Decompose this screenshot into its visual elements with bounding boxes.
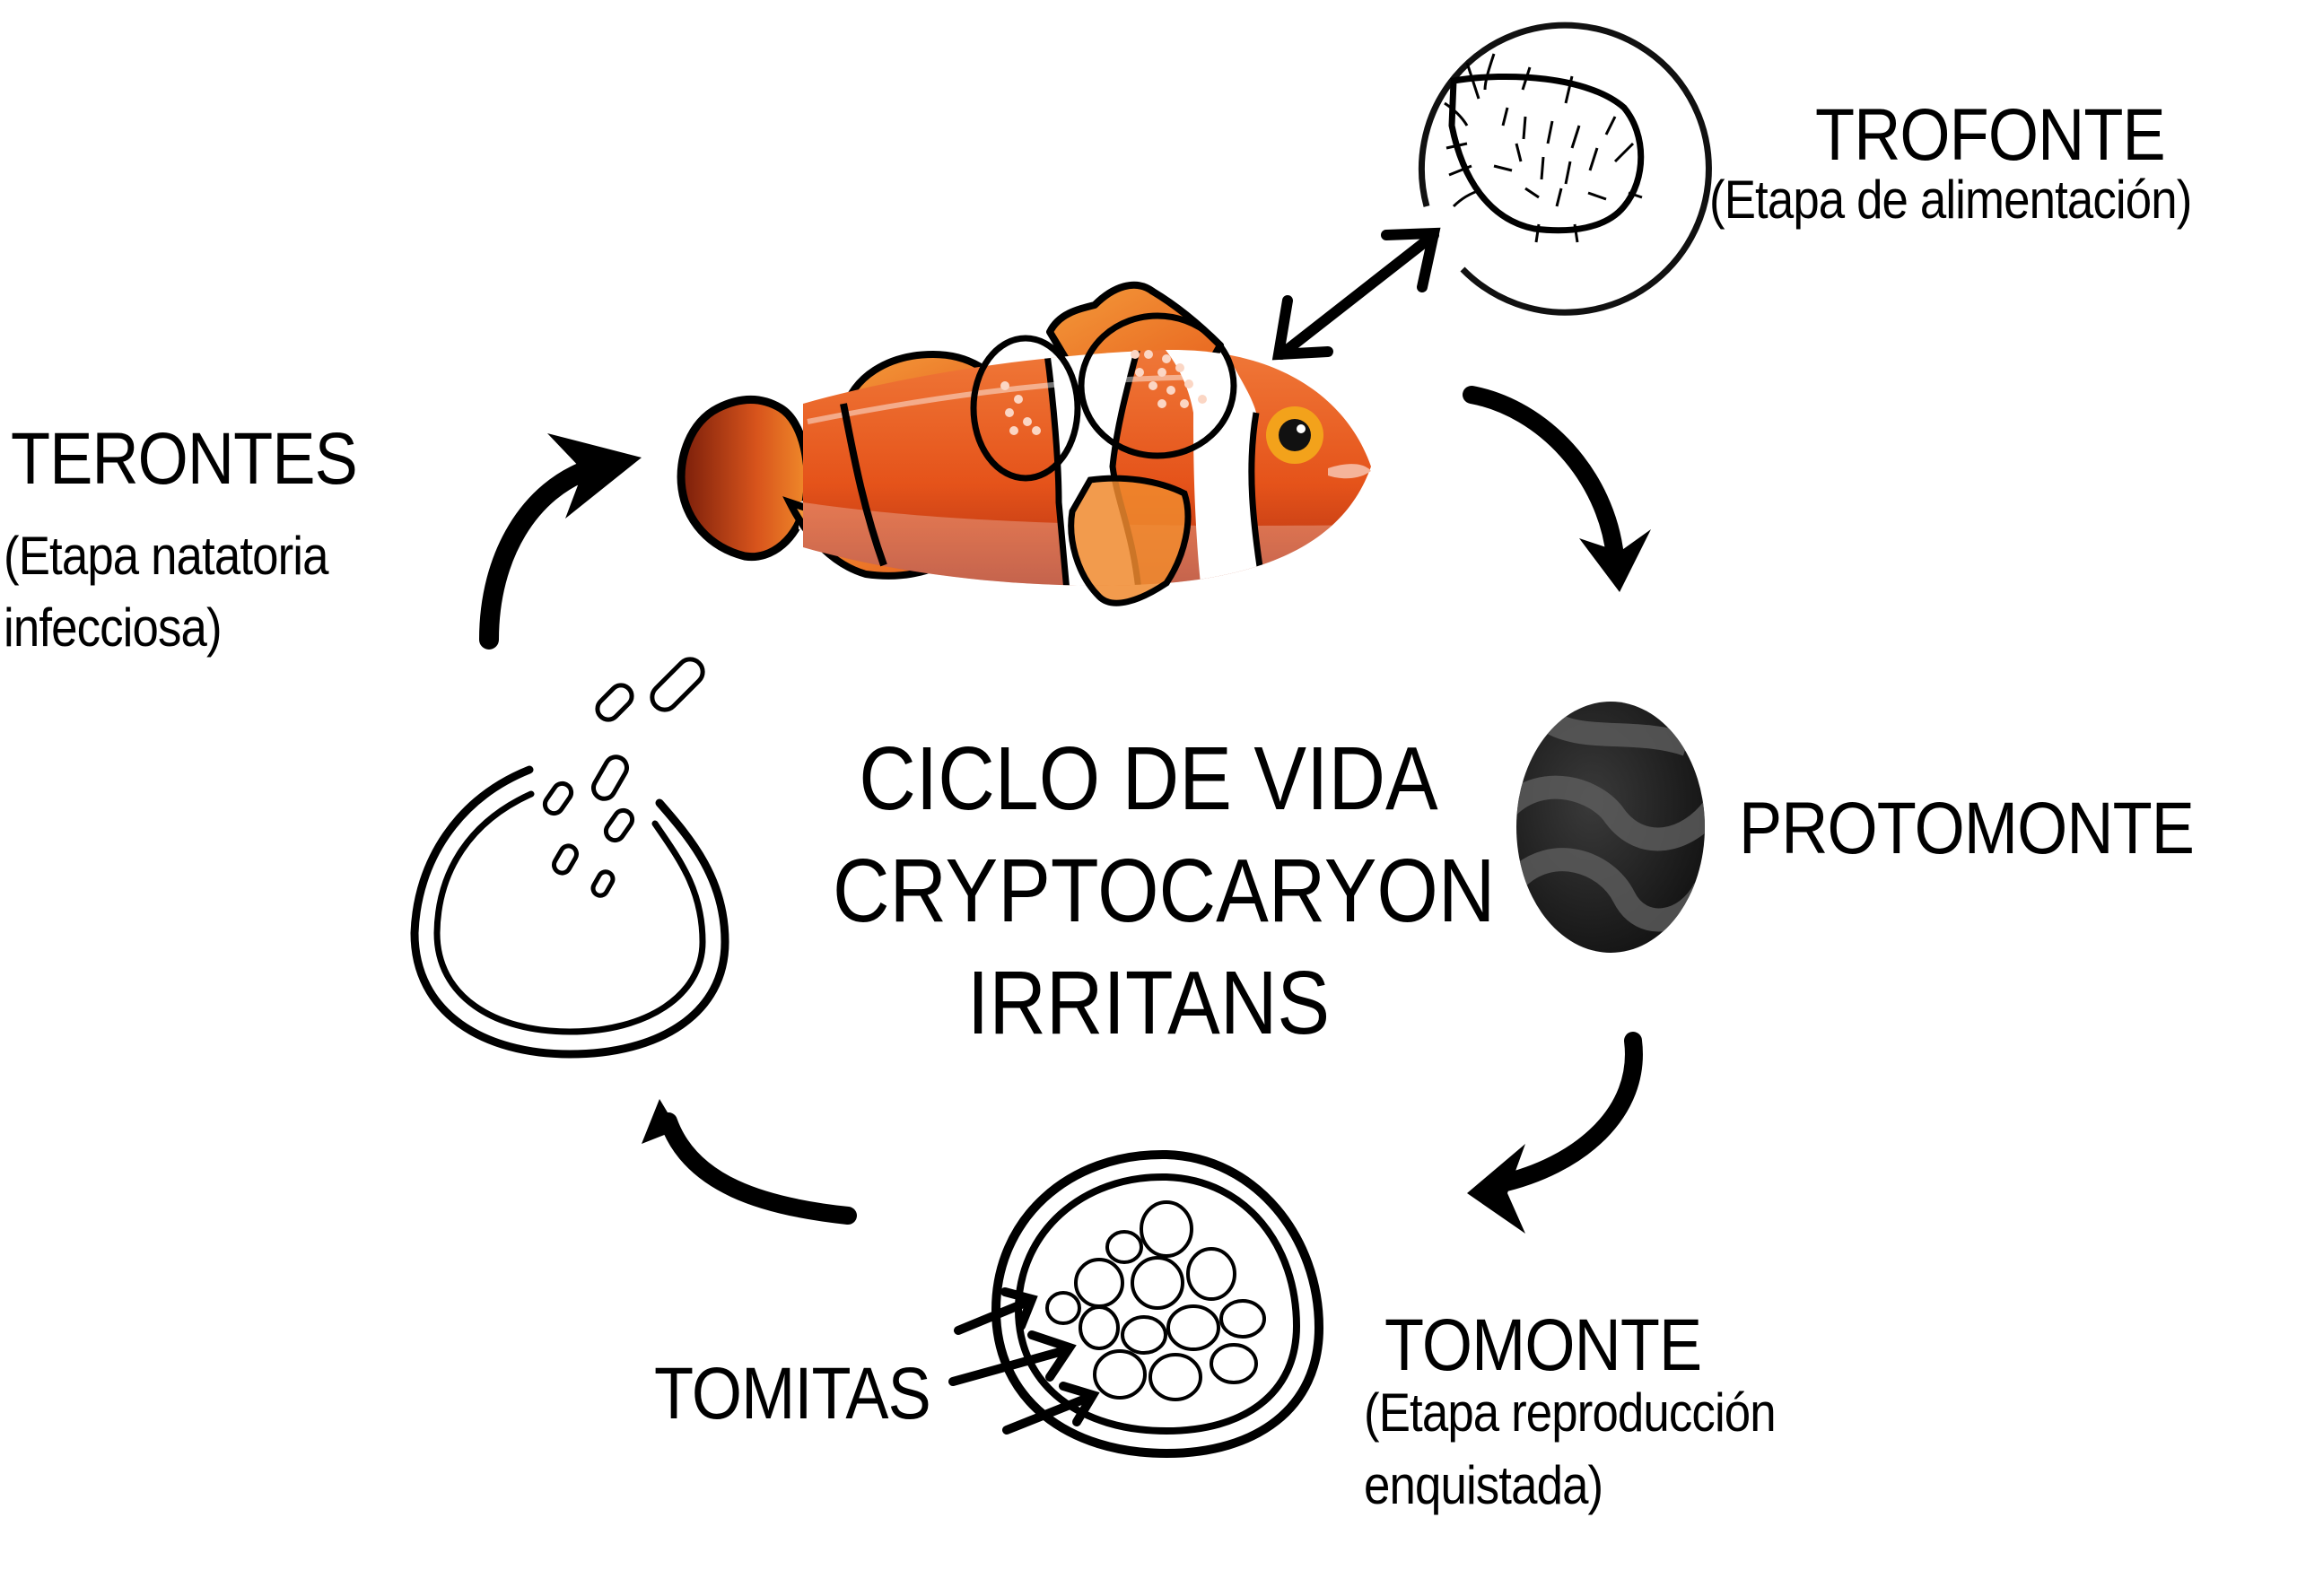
tomitas-arrows-icon [948,1287,1100,1435]
stage-description: (Etapa natatoria [4,526,329,586]
protomonte-icon [1516,702,1705,953]
stage-name: TOMONTE [1384,1304,1702,1386]
arrow-to-tomonte-icon [1467,1032,1643,1234]
infection-circle [1078,312,1237,459]
stage-description: (Etapa reproducción [1364,1382,1777,1443]
trofonte-icon [1418,22,1712,316]
swimmer-cells [542,657,705,898]
fish-pectoral-fin [1068,475,1192,606]
stage-description: (Etapa de alimentación) [1709,170,2192,230]
infection-circle [970,335,1081,482]
arrow-to-protomonte-icon [1463,386,1651,592]
stage-description: infecciosa) [4,597,223,658]
tomonte-icon [991,1149,1324,1459]
title-line: CICLO DE VIDA [859,728,1438,829]
fish-tail [677,396,812,562]
stage-name: TERONTES [11,418,358,500]
stage-name: TROFONTE [1815,94,2166,176]
clownfish-icon [677,281,1371,606]
fish-eye-pupil [1279,419,1311,451]
stage-name: PROTOMONTE [1739,788,2195,869]
daughter-cells [1045,1200,1266,1401]
double-arrow-icon [1271,227,1441,361]
diagram-title: CICLO DE VIDA CRYPTOCARYON IRRITANS [833,723,1496,1060]
stage-name: TOMITAS [654,1353,931,1435]
terontes-cyst-icon [410,657,729,1059]
trofonte-cell [1448,73,1645,234]
arrow-to-terontes-icon [642,1099,857,1225]
white-spots [1000,350,1207,435]
cilia [1444,53,1643,243]
stage-description: enquistada) [1364,1455,1603,1515]
arrow-to-fish-icon [479,433,642,650]
title-line: IRRITANS [966,953,1331,1053]
title-line: CRYPTOCARYON [833,841,1496,941]
